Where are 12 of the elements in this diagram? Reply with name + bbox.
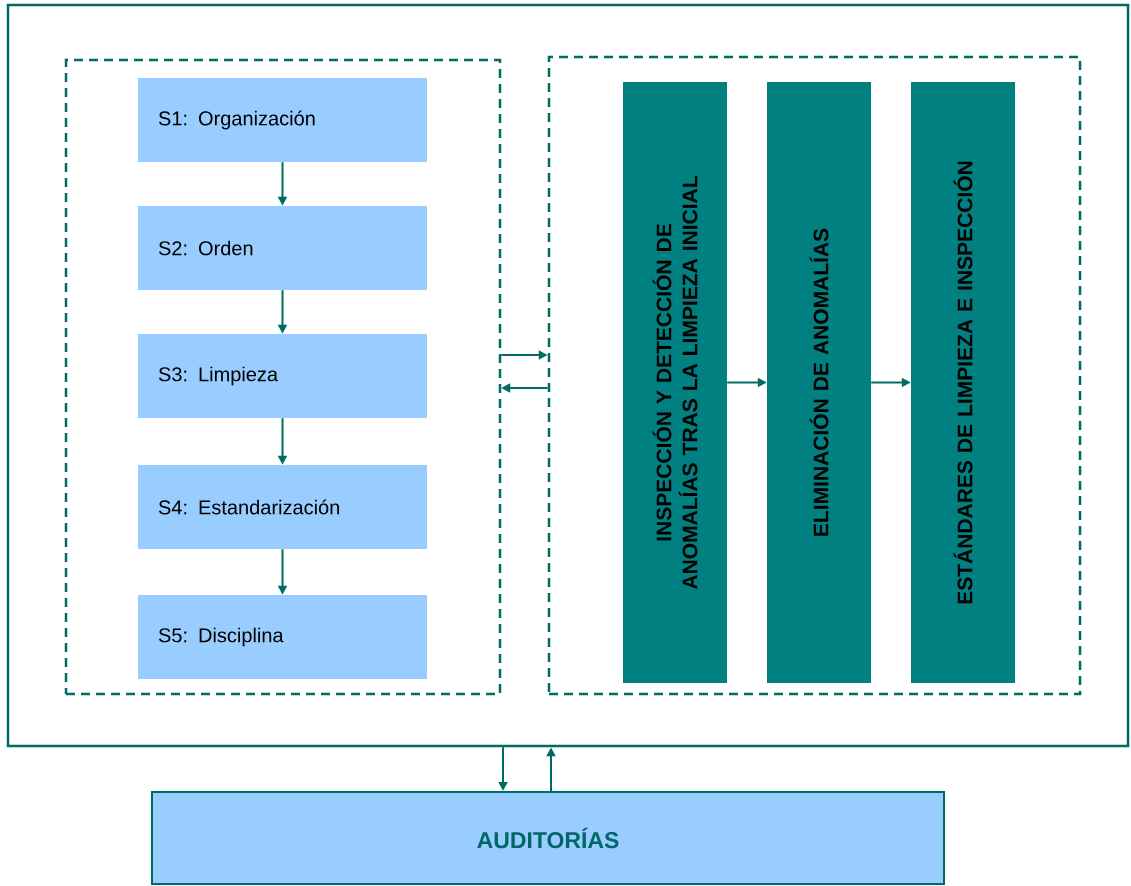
step-box: S3: Limpieza (138, 334, 427, 418)
phase-box: INSPECCIÓN Y DETECCIÓN DE ANOMALÍAS TRAS LA LIMPIEZA INICIAL (623, 82, 727, 683)
phase-box: ELIMINACIÓN DE ANOMALÍAS (767, 82, 871, 683)
step-box: S4: Estandarización (138, 465, 427, 549)
step-box: S5: Disciplina (138, 595, 427, 679)
outer-frame (6, 3, 1130, 748)
dashed-group-box (547, 55, 1082, 696)
step-box: S2: Orden (138, 206, 427, 290)
audit-box: AUDITORÍAS (151, 791, 945, 885)
step-box: S1: Organización (138, 78, 427, 162)
phase-box: ESTÁNDARES DE LIMPIEZA E INSPECCIÓN (911, 82, 1015, 683)
dashed-group-box (64, 58, 502, 696)
